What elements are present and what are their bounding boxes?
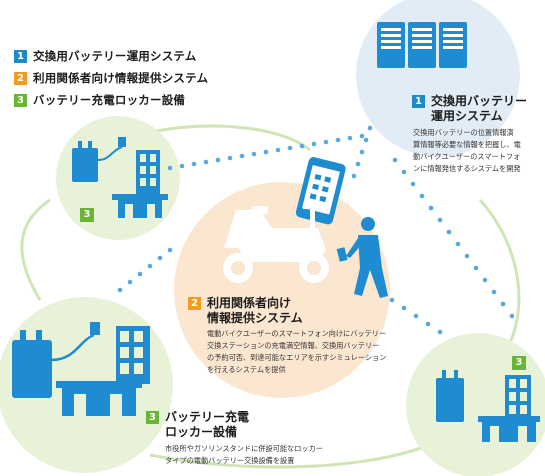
legend-item-3: 3 バッテリー充電ロッカー設備: [14, 90, 208, 110]
system2-desc-line2: 交換ステーションの充電満空情報、交換用バッテリー: [207, 341, 380, 350]
system3-title-line1: バッテリー充電: [165, 410, 250, 424]
system2-title: 2 利用関係者向け 情報提供システム: [188, 296, 303, 326]
badge-2: 2: [14, 71, 27, 85]
system1-desc-line1: 交換用バッテリーの位置情報演: [413, 128, 514, 137]
dotted-link-3: [117, 247, 173, 293]
dotted-link-4: [392, 157, 515, 319]
system3-desc-line2: タイプの電動バッテリー交換設備を設置: [165, 456, 295, 465]
legend-item-1: 1 交換用バッテリー運用システム: [14, 46, 208, 66]
system3-description: 市役所やガソリンスタンドに併設可能なロッカー タイプの電動バッテリー交換設備を設…: [165, 443, 355, 467]
system1-title: 1 交換用バッテリー 運用システム: [412, 94, 527, 124]
walking-person-icon: [336, 217, 388, 298]
dotted-link-2: [351, 125, 373, 179]
system1-desc-line4: ンに情報発信するシステムを開発: [413, 164, 521, 173]
battery-locker-icon: [136, 150, 160, 194]
system2-desc-line3: の予約可否、到達可能なエリアを示すシミュレーション: [207, 353, 387, 362]
system2-title-line1: 利用関係者向け: [207, 296, 292, 310]
system1-desc-line3: 動バイクユーザーのスマートフォ: [413, 152, 521, 161]
building-icon: [112, 194, 168, 218]
legend-label-1: 交換用バッテリー運用システム: [33, 49, 197, 63]
legend-label-3: バッテリー充電ロッカー設備: [33, 93, 186, 107]
badge-3: 3: [14, 93, 27, 107]
system3-title: 3 バッテリー充電 ロッカー設備: [146, 410, 249, 440]
system3-badge: 3: [146, 411, 159, 424]
legend-label-2: 利用関係者向け情報提供システム: [33, 71, 209, 85]
system2-description: 電動バイクユーザーのスマートフォン向けにバッテリー 交換ステーションの充電満空情…: [207, 328, 407, 376]
badge-1: 1: [14, 49, 27, 63]
system1-description: 交換用バッテリーの位置情報演 算情報等必要な情報を把握し、電 動バイクユーザーの…: [413, 127, 543, 175]
system2-title-line2: 情報提供システム: [207, 311, 303, 325]
station-tag-right: 3: [512, 356, 526, 370]
system3-title-line2: ロッカー設備: [165, 425, 238, 439]
legend: 1 交換用バッテリー運用システム 2 利用関係者向け情報提供システム 3 バッテ…: [14, 46, 208, 112]
system3-desc-line1: 市役所やガソリンスタンドに併設可能なロッカー: [165, 444, 323, 453]
legend-item-2: 2 利用関係者向け情報提供システム: [14, 68, 208, 88]
server-rack-icon: [377, 22, 467, 68]
dotted-link-5: [389, 297, 443, 335]
system2-badge: 2: [188, 297, 201, 310]
dotted-link-1: [167, 133, 365, 171]
battery-charger-icon: [72, 137, 126, 182]
station-tag-topleft: 3: [80, 208, 94, 222]
system1-title-line1: 交換用バッテリー: [431, 94, 528, 108]
system2-desc-line1: 電動バイクユーザーのスマートフォン向けにバッテリー: [207, 329, 387, 338]
system2-desc-line4: を行えるシステムを提供: [207, 365, 286, 374]
system1-badge: 1: [412, 95, 425, 108]
system1-desc-line2: 算情報等必要な情報を把握し、電: [413, 140, 521, 149]
electric-scooter-icon: [223, 205, 329, 283]
system1-title-line2: 運用システム: [431, 109, 503, 123]
